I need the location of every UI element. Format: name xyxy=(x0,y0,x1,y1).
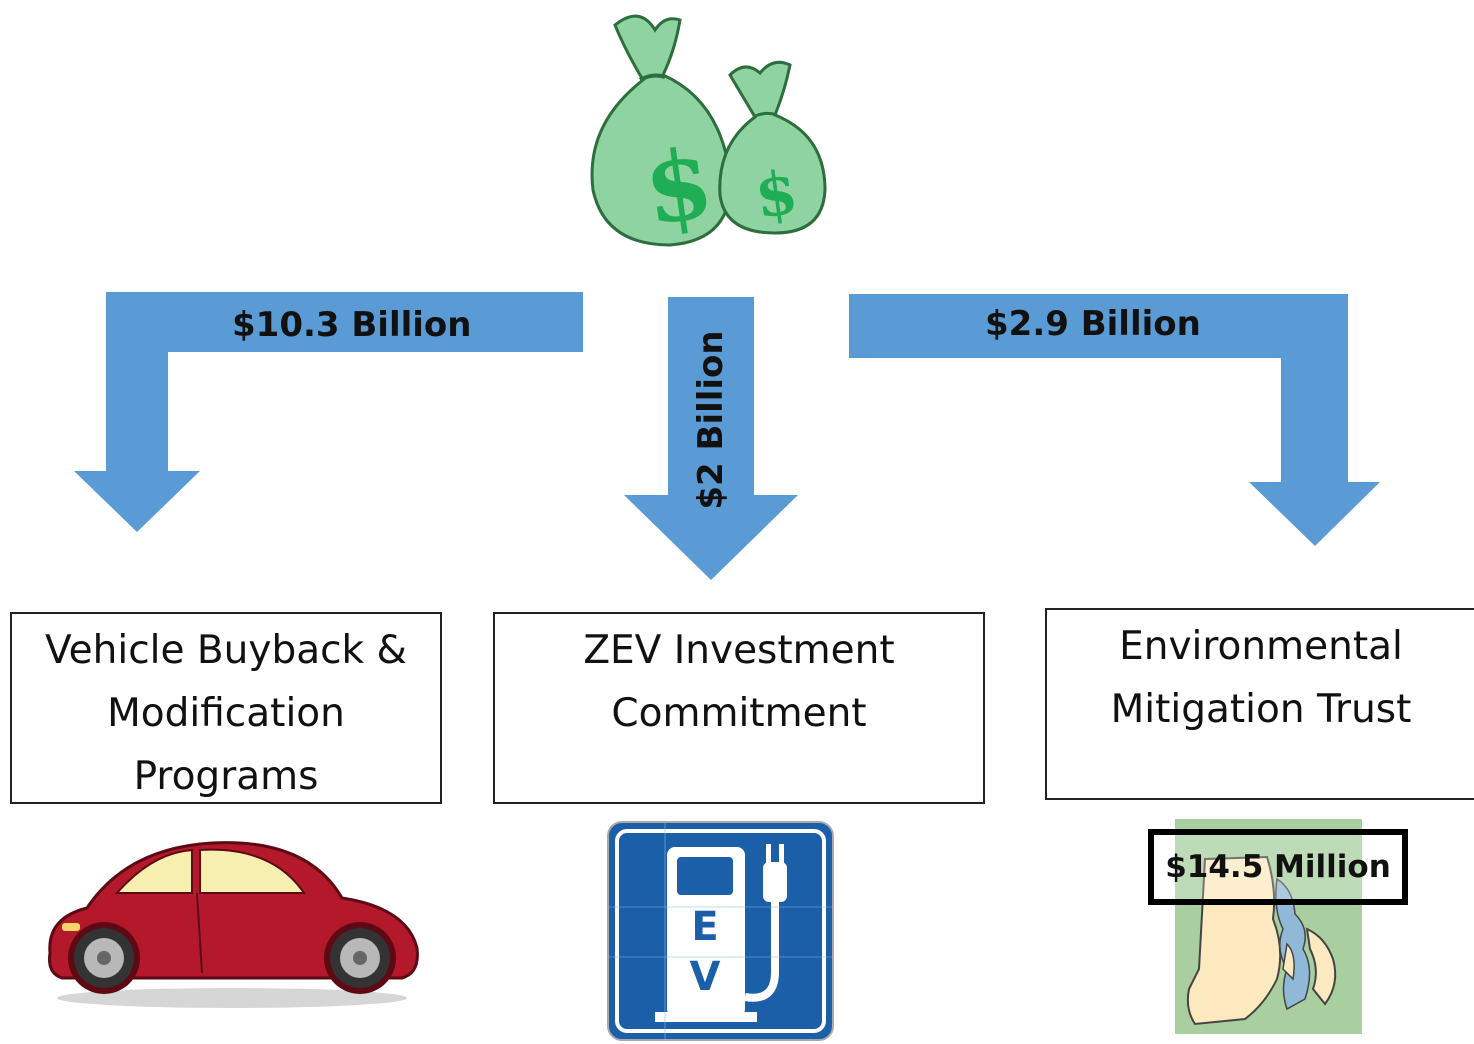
money-bags-icon: $ $ xyxy=(590,14,827,247)
ev-letter-e: E xyxy=(691,904,718,950)
vehicle-buyback-line-3: Programs xyxy=(133,754,319,799)
environmental-trust-line-1: Environmental xyxy=(1119,624,1403,669)
car-icon xyxy=(48,841,419,1008)
vehicle-buyback-line-2: Modification xyxy=(107,691,345,736)
left-amount-label: $10.3 Billion xyxy=(232,305,472,345)
left-flow-arrow xyxy=(74,292,583,532)
rhode-island-map-icon xyxy=(1175,819,1362,1034)
zev-investment-line-1: ZEV Investment xyxy=(583,628,895,673)
right-amount-label: $2.9 Billion xyxy=(985,304,1201,344)
center-flow-arrow xyxy=(624,297,798,580)
rhode-island-amount-label: $14.5 Million xyxy=(1148,829,1408,905)
right-flow-arrow xyxy=(849,294,1380,546)
svg-text:$: $ xyxy=(638,126,720,247)
vehicle-buyback-box: Vehicle Buyback & Modification Programs xyxy=(10,612,442,804)
environmental-trust-line-2: Mitigation Trust xyxy=(1110,687,1412,732)
ev-charging-sign-icon: E V xyxy=(607,821,834,1041)
ev-letter-v: V xyxy=(690,954,721,1000)
zev-investment-line-2: Commitment xyxy=(611,691,867,736)
environmental-trust-box: Environmental Mitigation Trust xyxy=(1045,608,1474,800)
center-amount-label: $2 Billion xyxy=(691,330,731,510)
svg-text:$: $ xyxy=(751,157,802,232)
vehicle-buyback-line-1: Vehicle Buyback & xyxy=(45,628,407,673)
zev-investment-box: ZEV Investment Commitment xyxy=(493,612,985,804)
